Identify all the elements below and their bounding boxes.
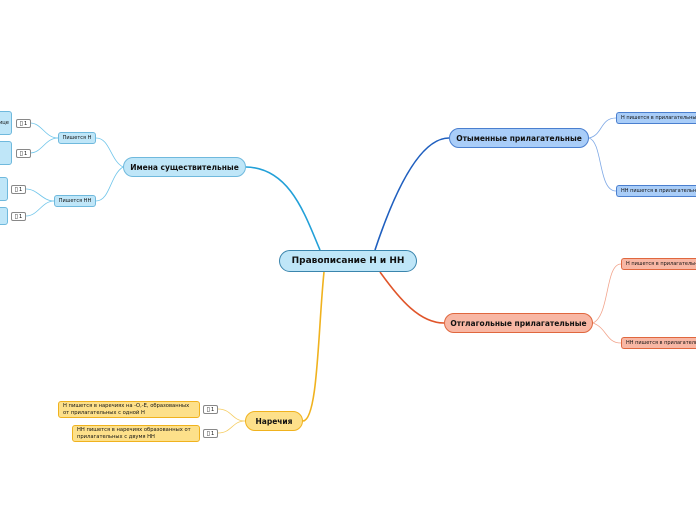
root-topic[interactable]: Правописание Н и НН xyxy=(279,250,417,272)
link-verbal-1 xyxy=(592,263,622,324)
adverbs-single-n-note[interactable]: Н пишется в наречиях на -О,-Е, образован… xyxy=(58,401,200,418)
left-note-1-badge[interactable]: ▯1 xyxy=(16,119,31,128)
comment-icon: ▯ xyxy=(206,429,210,437)
left-note-4[interactable] xyxy=(0,207,8,225)
verbal-double-n[interactable]: НН пишется в прилагательных xyxy=(621,337,696,349)
left-note-1[interactable]: ице xyxy=(0,111,12,135)
link-root-adverbs xyxy=(302,271,325,422)
link-nouns-double xyxy=(95,166,124,202)
denominal-single-n[interactable]: Н пишется в прилагательных xyxy=(616,112,696,124)
link-root-denominal xyxy=(374,137,450,251)
link-adverbs-2 xyxy=(217,420,246,434)
left-note-3-badge[interactable]: ▯1 xyxy=(11,185,26,194)
verbal-single-n[interactable]: Н пишется в прилагательных xyxy=(621,258,696,270)
left-note-4-badge[interactable]: ▯1 xyxy=(11,212,26,221)
comment-icon: ▯ xyxy=(206,405,210,413)
link-nouns-single xyxy=(95,137,124,168)
left-note-2[interactable] xyxy=(0,141,12,165)
subtopic-single-n[interactable]: Пишется Н xyxy=(58,132,96,144)
branch-denominal-adjectives[interactable]: Отыменные прилагательные xyxy=(449,128,589,148)
comment-icon: ▯ xyxy=(14,185,18,193)
branch-nouns[interactable]: Имена существительные xyxy=(123,157,246,177)
link-root-nouns xyxy=(245,166,321,251)
adverbs-note1-badge[interactable]: ▯1 xyxy=(203,405,218,414)
left-note-2-badge[interactable]: ▯1 xyxy=(16,149,31,158)
link-denominal-2 xyxy=(588,137,617,192)
link-double-note3 xyxy=(25,188,55,202)
left-note-3[interactable] xyxy=(0,177,8,201)
link-double-note4 xyxy=(25,200,55,217)
link-adverbs-1 xyxy=(217,408,246,422)
link-single-note2 xyxy=(29,137,59,154)
comment-icon: ▯ xyxy=(19,149,23,157)
denominal-double-n[interactable]: НН пишется в прилагательных xyxy=(616,185,696,197)
link-verbal-2 xyxy=(592,322,622,344)
comment-icon: ▯ xyxy=(19,119,23,127)
link-denominal-1 xyxy=(588,117,617,139)
link-single-note1 xyxy=(29,122,59,139)
subtopic-double-n[interactable]: Пишется НН xyxy=(54,195,96,207)
branch-adverbs[interactable]: Наречия xyxy=(245,411,303,431)
comment-icon: ▯ xyxy=(14,212,18,220)
adverbs-double-n-note[interactable]: НН пишется в наречиях образованных от пр… xyxy=(72,425,200,442)
adverbs-note2-badge[interactable]: ▯1 xyxy=(203,429,218,438)
link-root-verbal xyxy=(379,271,445,324)
branch-verbal-adjectives[interactable]: Отглагольные прилагательные xyxy=(444,313,593,333)
